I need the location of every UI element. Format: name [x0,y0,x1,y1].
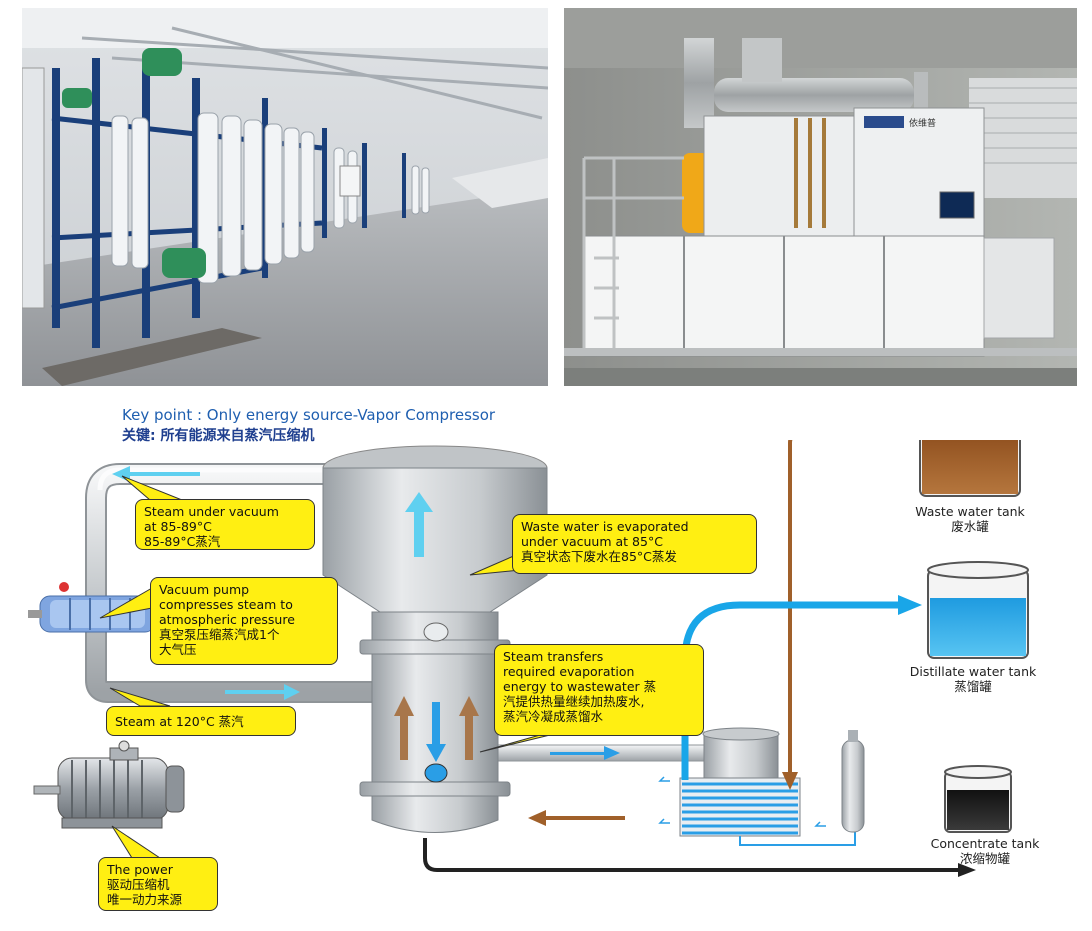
concentrate-tank-label: Concentrate tank 浓缩物罐 [900,836,1070,866]
condenser-heat-exchanger [658,727,856,846]
tank-label-zh: 蒸馏罐 [954,679,992,694]
callout-line: compresses steam to [159,597,293,612]
tank-label-en: Waste water tank [915,504,1025,519]
distillate-tank-label: Distillate water tank 蒸馏罐 [888,664,1058,694]
callout-line: required evaporation [503,664,635,679]
callout-line: 85-89°C蒸汽 [144,534,221,549]
callout-line: 汽提供热量继续加热废水, [503,694,645,709]
callout-vacuum-pump: Vacuum pump compresses steam to atmosphe… [150,577,338,665]
callout-line: 真空泵压缩蒸汽成1个 [159,627,280,642]
waste-water-tank [919,440,1021,497]
equipment-logo-text: 依维普 [909,117,936,129]
callout-steam-vacuum: Steam under vacuum at 85-89°C 85-89°C蒸汽 [135,499,315,550]
heading-english: Key point : Only energy source-Vapor Com… [122,406,496,424]
vapor-up-arrow [405,492,433,512]
callout-line: Steam under vacuum [144,504,279,519]
distillate-water-tank [927,561,1029,659]
callout-line: Steam transfers [503,649,604,664]
plant-photo-right: 依维普 [564,8,1077,386]
evaporator-vessel [322,445,548,833]
drive-motor-icon [33,740,185,829]
tank-label-zh: 废水罐 [951,519,989,534]
callout-waste-evaporated: Waste water is evaporated under vacuum a… [512,514,757,574]
callout-power: The power 驱动压缩机 唯一动力来源 [98,857,218,911]
plant-photo-left [22,8,548,386]
callout-steam-120: Steam at 120°C 蒸汽 [106,706,296,736]
callout-line: atmospheric pressure [159,612,295,627]
concentrate-pipe [423,838,960,872]
callout-line: The power [107,862,173,877]
callout-line: 真空状态下废水在85°C蒸发 [521,549,677,564]
tank-label-en: Distillate water tank [909,664,1037,679]
separator-column [841,730,865,833]
waste-return-arrow [528,810,625,826]
callout-line: Vacuum pump [159,582,250,597]
tank-label-en: Concentrate tank [930,836,1040,851]
callout-line: 蒸汽冷凝成蒸馏水 [503,709,604,724]
steam-arrow-mid [225,684,300,700]
callout-line: Waste water is evaporated [521,519,689,534]
concentrate-tank [944,765,1012,833]
mvr-process-diagram [28,440,1029,877]
callout-line: 唯一动力来源 [107,892,183,907]
waste-water-pipe [788,440,793,775]
waste-tank-label: Waste water tank 废水罐 [885,504,1055,534]
callout-line: 大气压 [159,642,197,657]
callout-line: 驱动压缩机 [107,877,170,892]
callout-steam-transfers: Steam transfers required evaporation ene… [494,644,704,736]
callout-line: under vacuum at 85°C [521,534,663,549]
heading-chinese: 关键: 所有能源来自蒸汽压缩机 [122,428,315,444]
pointer-power [111,825,162,859]
callout-line: energy to wastewater 蒸 [503,679,657,694]
callout-line: Steam at 120°C 蒸汽 [115,714,244,729]
steam-arrow-outlet [550,746,620,760]
callout-line: at 85-89°C [144,519,212,534]
tank-label-zh: 浓缩物罐 [959,851,1010,866]
